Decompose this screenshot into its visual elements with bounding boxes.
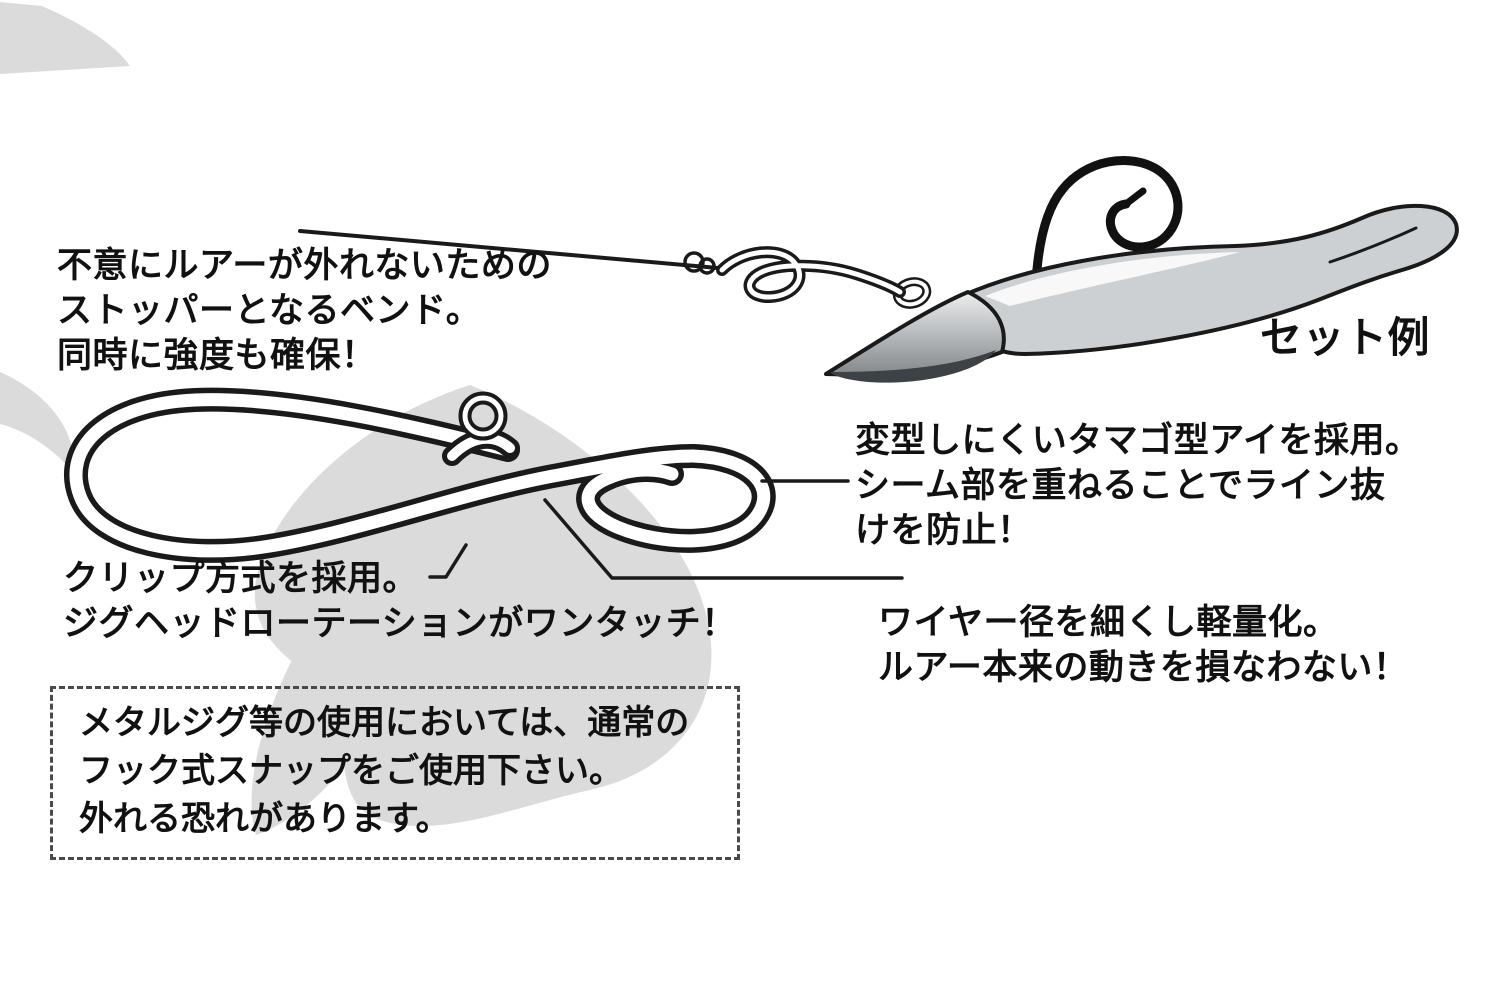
annotation-bend-line-3: 同時に強度も確保！ bbox=[57, 336, 377, 375]
annotation-eye-line-2: シーム部を重ねることでライン抜 bbox=[855, 466, 1386, 505]
pointer-line-wire bbox=[543, 498, 904, 580]
annotation-wire-line-2: ルアー本来の動きを損なわない！ bbox=[878, 648, 1409, 687]
warning-box: メタルジグ等の使用においては、通常の フック式スナップをご使用下さい。 外れる恐… bbox=[50, 686, 740, 860]
set-example-text: セット例 bbox=[1260, 314, 1431, 361]
set-example-label: セット例 bbox=[1260, 315, 1430, 361]
clip-ring-icon bbox=[458, 391, 508, 441]
annotation-wire-line-1: ワイヤー径を細くし軽量化。 bbox=[878, 603, 1339, 642]
annotation-wire: ワイヤー径を細くし軽量化。 ルアー本来の動きを損なわない！ bbox=[878, 600, 1408, 690]
annotation-bend-line-2: ストッパーとなるベンド。 bbox=[57, 291, 482, 330]
pointer-line-clip bbox=[428, 543, 468, 579]
warning-line-3: 外れる恐れがあります。 bbox=[79, 800, 450, 838]
knot-icon bbox=[683, 251, 716, 275]
annotation-eye: 変型しにくいタマゴ型アイを採用。 シーム部を重ねることでライン抜 けを防止！ bbox=[855, 418, 1421, 553]
lure-illustration bbox=[722, 155, 1459, 383]
lure-highlight bbox=[985, 252, 1240, 306]
annotation-clip: クリップ方式を採用。 ジグヘッドローテーションがワンタッチ！ bbox=[63, 556, 737, 646]
annotation-bend-line-1: 不意にルアーが外れないための bbox=[57, 246, 552, 285]
corner-swoosh bbox=[0, 2, 130, 74]
lure-body bbox=[960, 203, 1459, 356]
small-snap bbox=[722, 252, 900, 297]
annotation-clip-line-1: クリップ方式を採用。 bbox=[63, 559, 419, 598]
jig-head-shading bbox=[830, 350, 996, 383]
big-snap-diagram bbox=[76, 398, 764, 551]
warning-line-1: メタルジグ等の使用においては、通常の bbox=[79, 704, 690, 742]
annotation-eye-line-3: けを防止！ bbox=[855, 511, 1033, 550]
warning-line-2: フック式スナップをご使用下さい。 bbox=[79, 752, 623, 790]
left-swoosh bbox=[0, 372, 74, 472]
tail-line bbox=[1328, 226, 1418, 264]
annotation-bend: 不意にルアーが外れないための ストッパーとなるベンド。 同時に強度も確保！ bbox=[57, 243, 552, 378]
pointer-lines bbox=[428, 479, 904, 580]
fishing-line bbox=[298, 229, 720, 275]
hook-icon bbox=[1031, 155, 1183, 287]
hook-barb bbox=[1122, 187, 1147, 208]
annotation-eye-line-1: 変型しにくいタマゴ型アイを採用。 bbox=[855, 421, 1421, 460]
annotation-clip-line-2: ジグヘッドローテーションがワンタッチ！ bbox=[63, 604, 737, 643]
